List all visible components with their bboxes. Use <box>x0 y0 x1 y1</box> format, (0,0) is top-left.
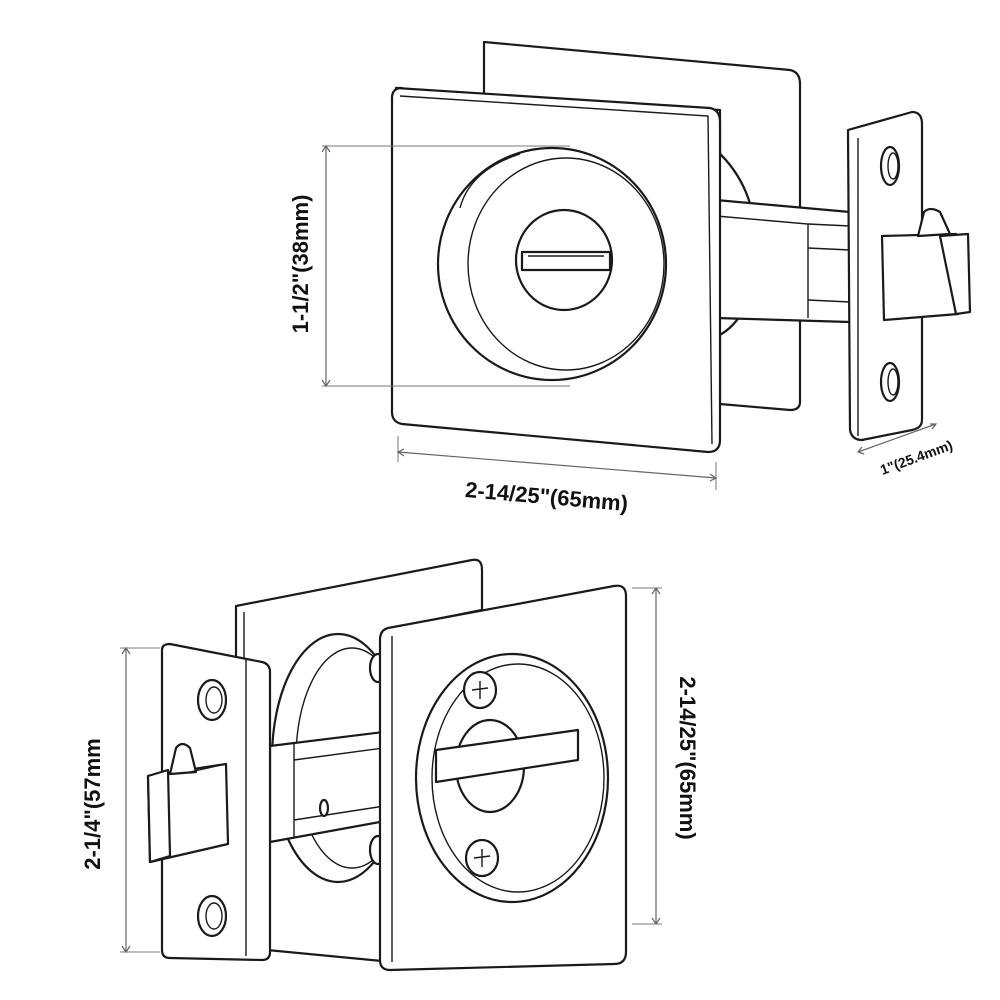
bottom-faceplate-height-dimension: 2-1/4"(57mm <box>80 646 160 954</box>
bottom-plate-height-label: 2-14/25"(65mm) <box>675 676 700 839</box>
bottom-spindle-hub <box>434 718 580 814</box>
top-latch-tube <box>714 198 852 324</box>
top-height-label: 1-1/2"(38mm) <box>288 195 313 334</box>
bottom-lock-view: 2-1/4"(57mm 2-14/25"(65mm) <box>80 558 700 972</box>
top-height-dimension: 1-1/2"(38mm) <box>288 144 570 388</box>
bottom-screw-lower <box>464 838 500 878</box>
bottom-plate-height-dimension: 2-14/25"(65mm) <box>632 586 700 926</box>
top-latch-bolt <box>880 207 972 322</box>
bottom-screw-upper <box>462 670 498 710</box>
top-faceplate-label: 1"(25.4mm) <box>878 437 955 478</box>
top-faceplate-screw-hole-lower <box>879 361 901 403</box>
top-width-label: 2-14/25"(65mm) <box>464 477 629 516</box>
top-lock-view: 1-1/2"(38mm) 2-14/25"(65mm) 1"(25.4mm) <box>288 40 972 516</box>
bottom-latch-bolt <box>146 742 230 864</box>
bottom-faceplate-height-label: 2-1/4"(57mm <box>80 738 105 870</box>
top-thumb-turn <box>514 208 614 312</box>
top-faceplate-screw-hole-upper <box>879 145 901 187</box>
